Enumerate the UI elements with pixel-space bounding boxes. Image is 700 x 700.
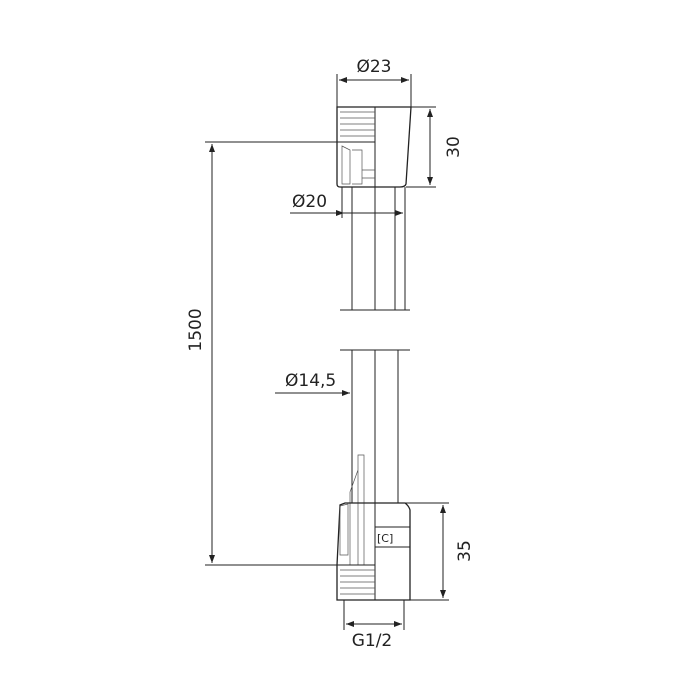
thread-label: G1/2 [352, 631, 393, 651]
dimension-bottom-nut-height: 35 [405, 502, 475, 601]
nut-diameter-label: Ø23 [356, 57, 391, 77]
dimension-hose-outer-diameter: Ø20 [290, 192, 403, 216]
dimension-hose-length: 1500 [186, 141, 340, 566]
logo-mark: [C] [377, 532, 393, 545]
bottom-nut-height-label: 35 [455, 540, 475, 562]
hose-inner-diameter-label: Ø14,5 [285, 371, 336, 391]
hose-upper [340, 187, 410, 311]
bottom-nut: [C] [336, 502, 411, 601]
hose-outer-diameter-label: Ø20 [292, 192, 327, 212]
hose-lower [340, 349, 410, 600]
nut-height-label: 30 [444, 136, 464, 158]
hose-length-label: 1500 [186, 308, 206, 351]
dimension-hose-inner-diameter: Ø14,5 [275, 371, 350, 396]
dimension-thread: G1/2 [343, 600, 405, 651]
dimension-nut-diameter: Ø23 [336, 57, 412, 107]
top-nut [336, 106, 412, 188]
dimension-nut-height: 30 [406, 106, 464, 188]
